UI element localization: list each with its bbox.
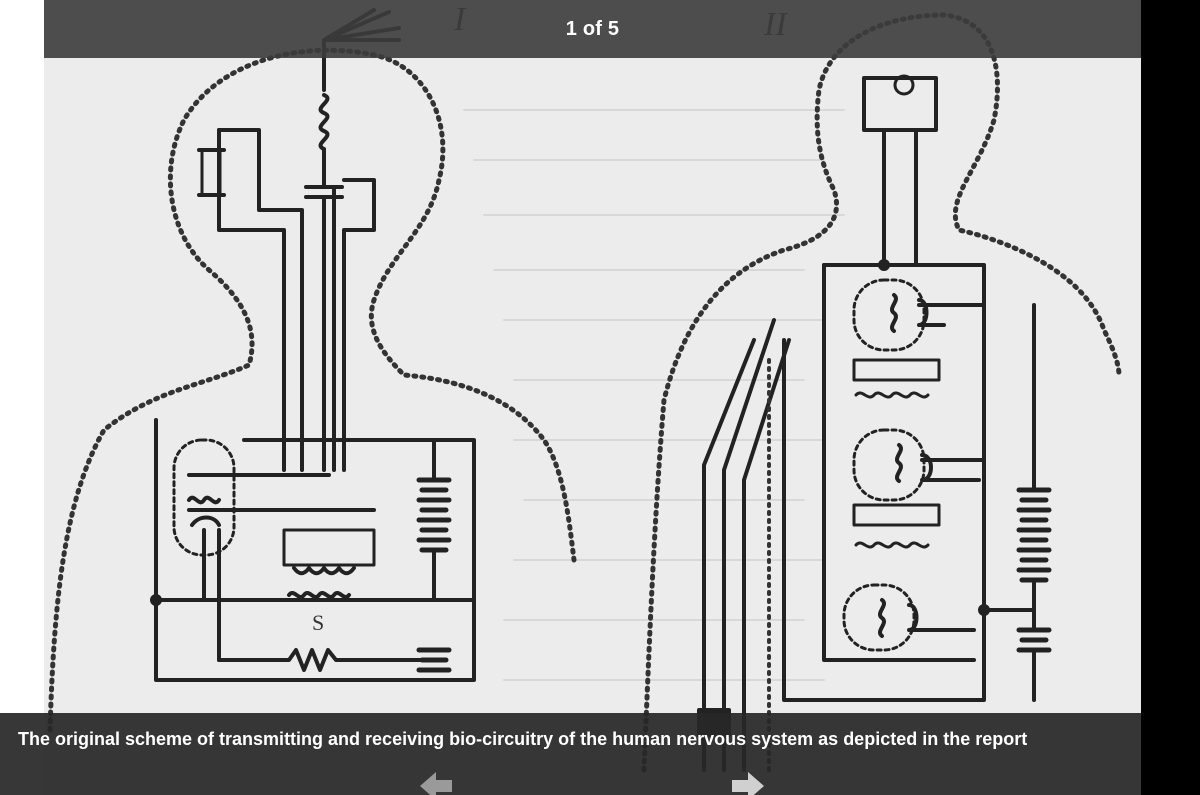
gallery-top-bar: 1 of 5 [44, 0, 1141, 58]
image-caption: The original scheme of transmitting and … [18, 728, 1028, 749]
resistor-label: S [312, 610, 324, 635]
previous-slide-button[interactable] [412, 770, 456, 795]
next-slide-button[interactable] [728, 770, 772, 795]
arrow-right-icon [732, 772, 764, 795]
arrow-left-icon [420, 772, 452, 795]
image-viewer: I S [44, 0, 1141, 795]
circuit-diagram-image: I S [44, 0, 1141, 795]
right-edge-strip [1141, 0, 1200, 795]
caption-bar: The original scheme of transmitting and … [0, 713, 1141, 765]
slide-counter: 1 of 5 [565, 17, 620, 40]
gallery-nav-bar [0, 765, 1141, 795]
